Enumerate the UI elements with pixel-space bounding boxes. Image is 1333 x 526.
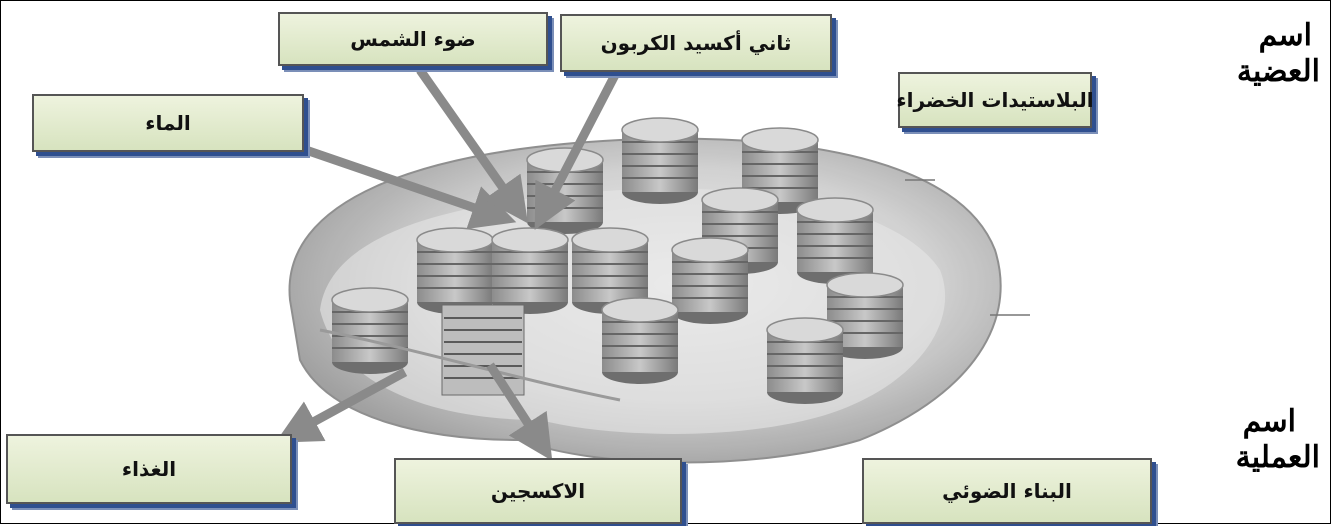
oxygen-arrow — [486, 362, 553, 461]
process-heading-line1: اسم — [1242, 404, 1296, 439]
organelle-heading: اسم العضية — [1095, 18, 1320, 90]
sunlight-label: ضوء الشمس — [278, 12, 548, 66]
food-label: الغذاء — [6, 434, 292, 504]
water-arrow — [298, 143, 517, 229]
water-label: الماء — [32, 94, 304, 152]
input-arrows — [298, 67, 619, 230]
oxygen-label: الاكسجين — [394, 458, 682, 524]
food-arrow — [275, 368, 408, 443]
sunlight-arrow — [416, 67, 528, 224]
carbon-dioxide-label: ثاني أكسيد الكربون — [560, 14, 832, 72]
organelle-heading-line2: العضية — [1236, 54, 1320, 89]
organelle-answer-label: البلاستيدات الخضراء — [896, 72, 1094, 128]
process-answer-label: البناء الضوئي — [862, 458, 1152, 524]
organelle-heading-line1: اسم — [1258, 18, 1312, 53]
process-heading: اسم العملية — [1150, 404, 1320, 476]
output-arrows — [275, 362, 553, 461]
carbon-dioxide-arrow — [534, 72, 619, 230]
process-heading-line2: العملية — [1235, 440, 1320, 475]
